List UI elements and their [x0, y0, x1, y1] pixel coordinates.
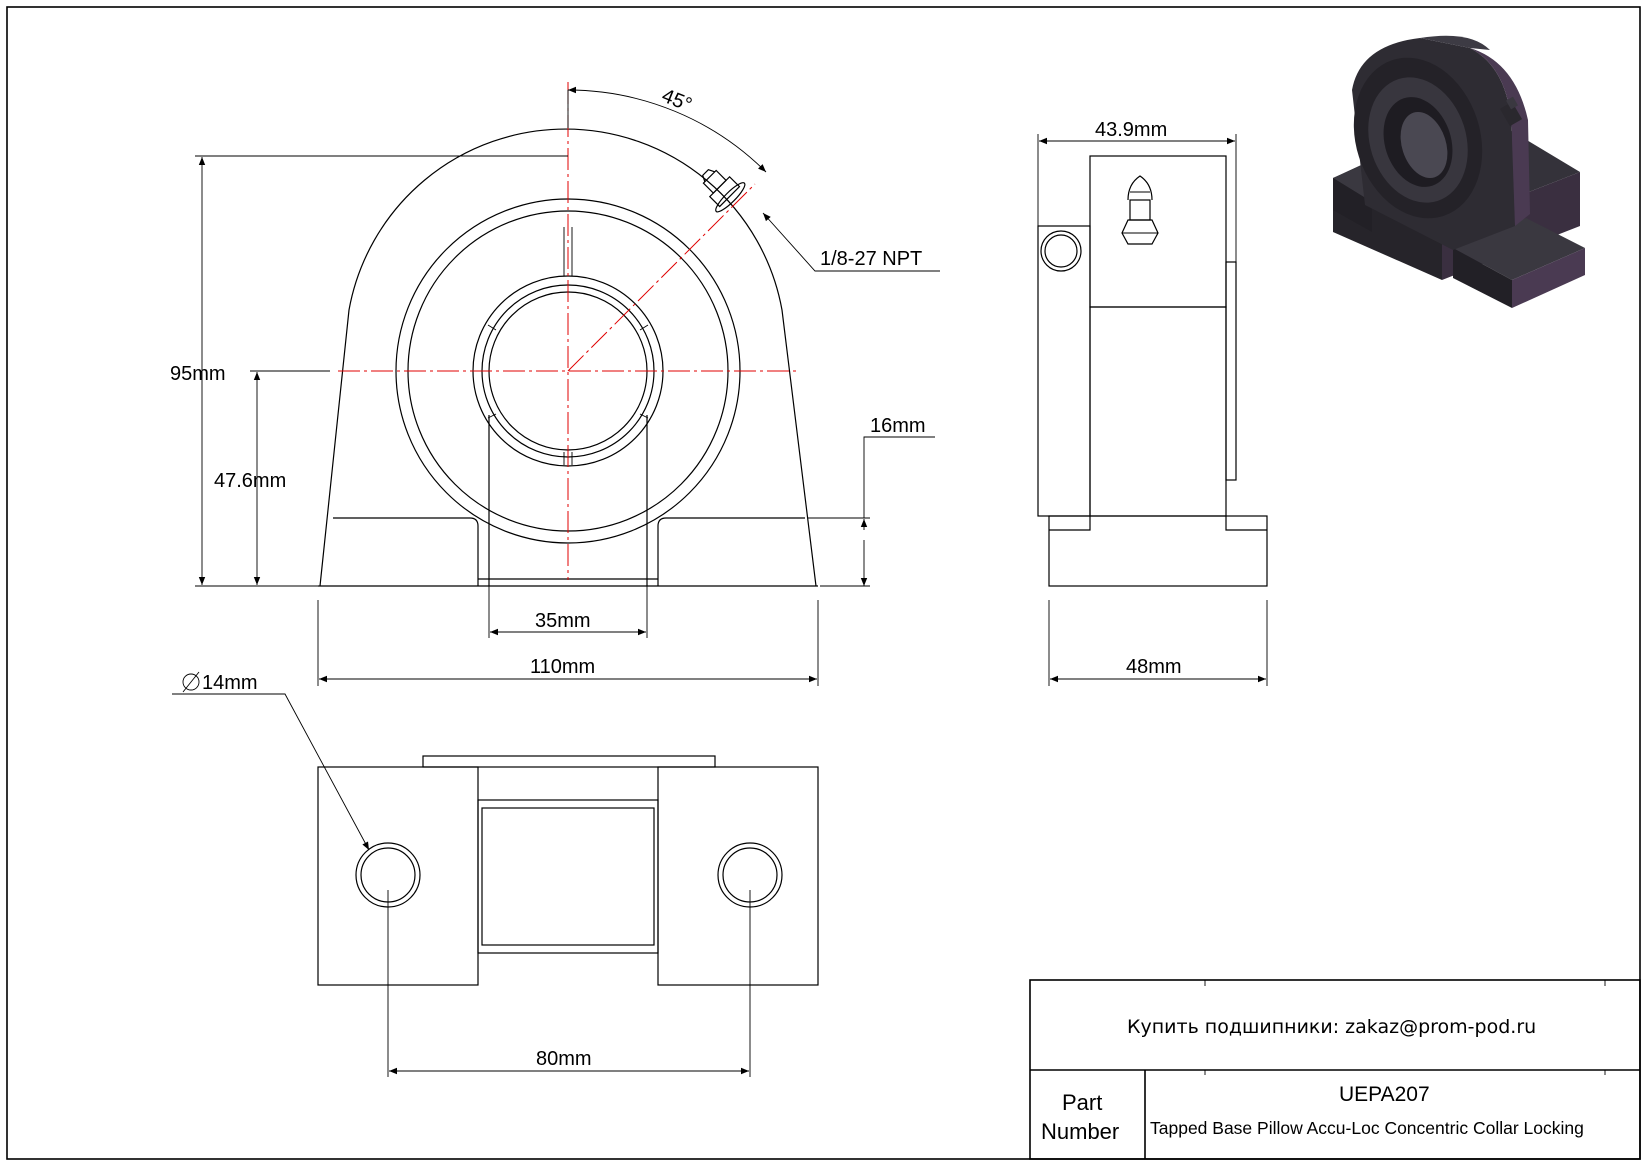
front-left-foot: [333, 517, 479, 586]
front-right-foot: [657, 517, 805, 586]
part-description: Tapped Base Pillow Accu-Loc Concentric C…: [1150, 1118, 1584, 1138]
contact-text: Купить подшипники: zakaz@prom-pod.ru: [1127, 1016, 1536, 1038]
side-set-screw-outer: [1040, 230, 1082, 272]
title-block: Купить подшипники: zakaz@prom-pod.ru Par…: [1029, 979, 1641, 1160]
side-base-label: 48mm: [1126, 656, 1182, 678]
side-housing-body: [1089, 306, 1227, 517]
bore-label: 35mm: [535, 610, 591, 632]
drawing-border: [6, 6, 1641, 1160]
part-number: UEPA207: [1339, 1083, 1430, 1106]
hole-spacing-label: 80mm: [536, 1048, 592, 1070]
length-label: 110mm: [530, 656, 595, 678]
grease-fitting: [702, 169, 746, 213]
base-thickness-leader: [863, 436, 935, 518]
bottom-channel-outer: [477, 799, 659, 954]
angle-label: 45°: [659, 85, 695, 117]
hole-diameter-label: 14mm: [202, 672, 258, 694]
bottom-view: [317, 755, 819, 986]
bottom-top-strip: [422, 755, 716, 768]
collar-slot-top: [563, 227, 573, 276]
side-set-screw-inner: [1044, 234, 1078, 268]
front-housing-outline: [319, 128, 817, 587]
base-thickness-label: 16mm: [870, 415, 926, 437]
height-total-label: 95mm: [170, 363, 226, 385]
side-dimensions: 43.9mm 48mm: [1037, 119, 1268, 686]
side-base-step: [1049, 516, 1267, 531]
bearing-3d-render: [1333, 35, 1585, 308]
npt-leader: [762, 212, 940, 272]
npt-label: 1/8-27 NPT: [820, 248, 922, 270]
bottom-channel-inner: [481, 807, 655, 946]
angle-dimension-arc: [567, 86, 767, 173]
height-center-label: 47.6mm: [214, 470, 286, 492]
collar-slot-bottom: [563, 452, 573, 465]
side-base: [1048, 515, 1268, 587]
side-housing-upper: [1089, 155, 1227, 308]
side-bearing-lip: [1225, 261, 1237, 481]
side-view: [1037, 155, 1268, 587]
centerline-fitting: [567, 183, 756, 372]
front-view: [318, 82, 818, 587]
bottom-dimensions: 14mm 80mm: [172, 671, 751, 1077]
side-collar: [1037, 225, 1091, 517]
front-dimensions: 45° 1/8-27 NPT 95mm 47.6mm 16mm 35mm 110…: [170, 85, 940, 686]
hole-diameter-leader: [172, 693, 370, 851]
part-label-line1: Part: [1062, 1090, 1102, 1115]
side-top-label: 43.9mm: [1095, 119, 1167, 141]
diameter-icon: [182, 671, 200, 693]
part-label-line2: Number: [1041, 1119, 1119, 1144]
bottom-right-foot: [657, 766, 819, 986]
side-grease-nipple: [1121, 175, 1159, 245]
